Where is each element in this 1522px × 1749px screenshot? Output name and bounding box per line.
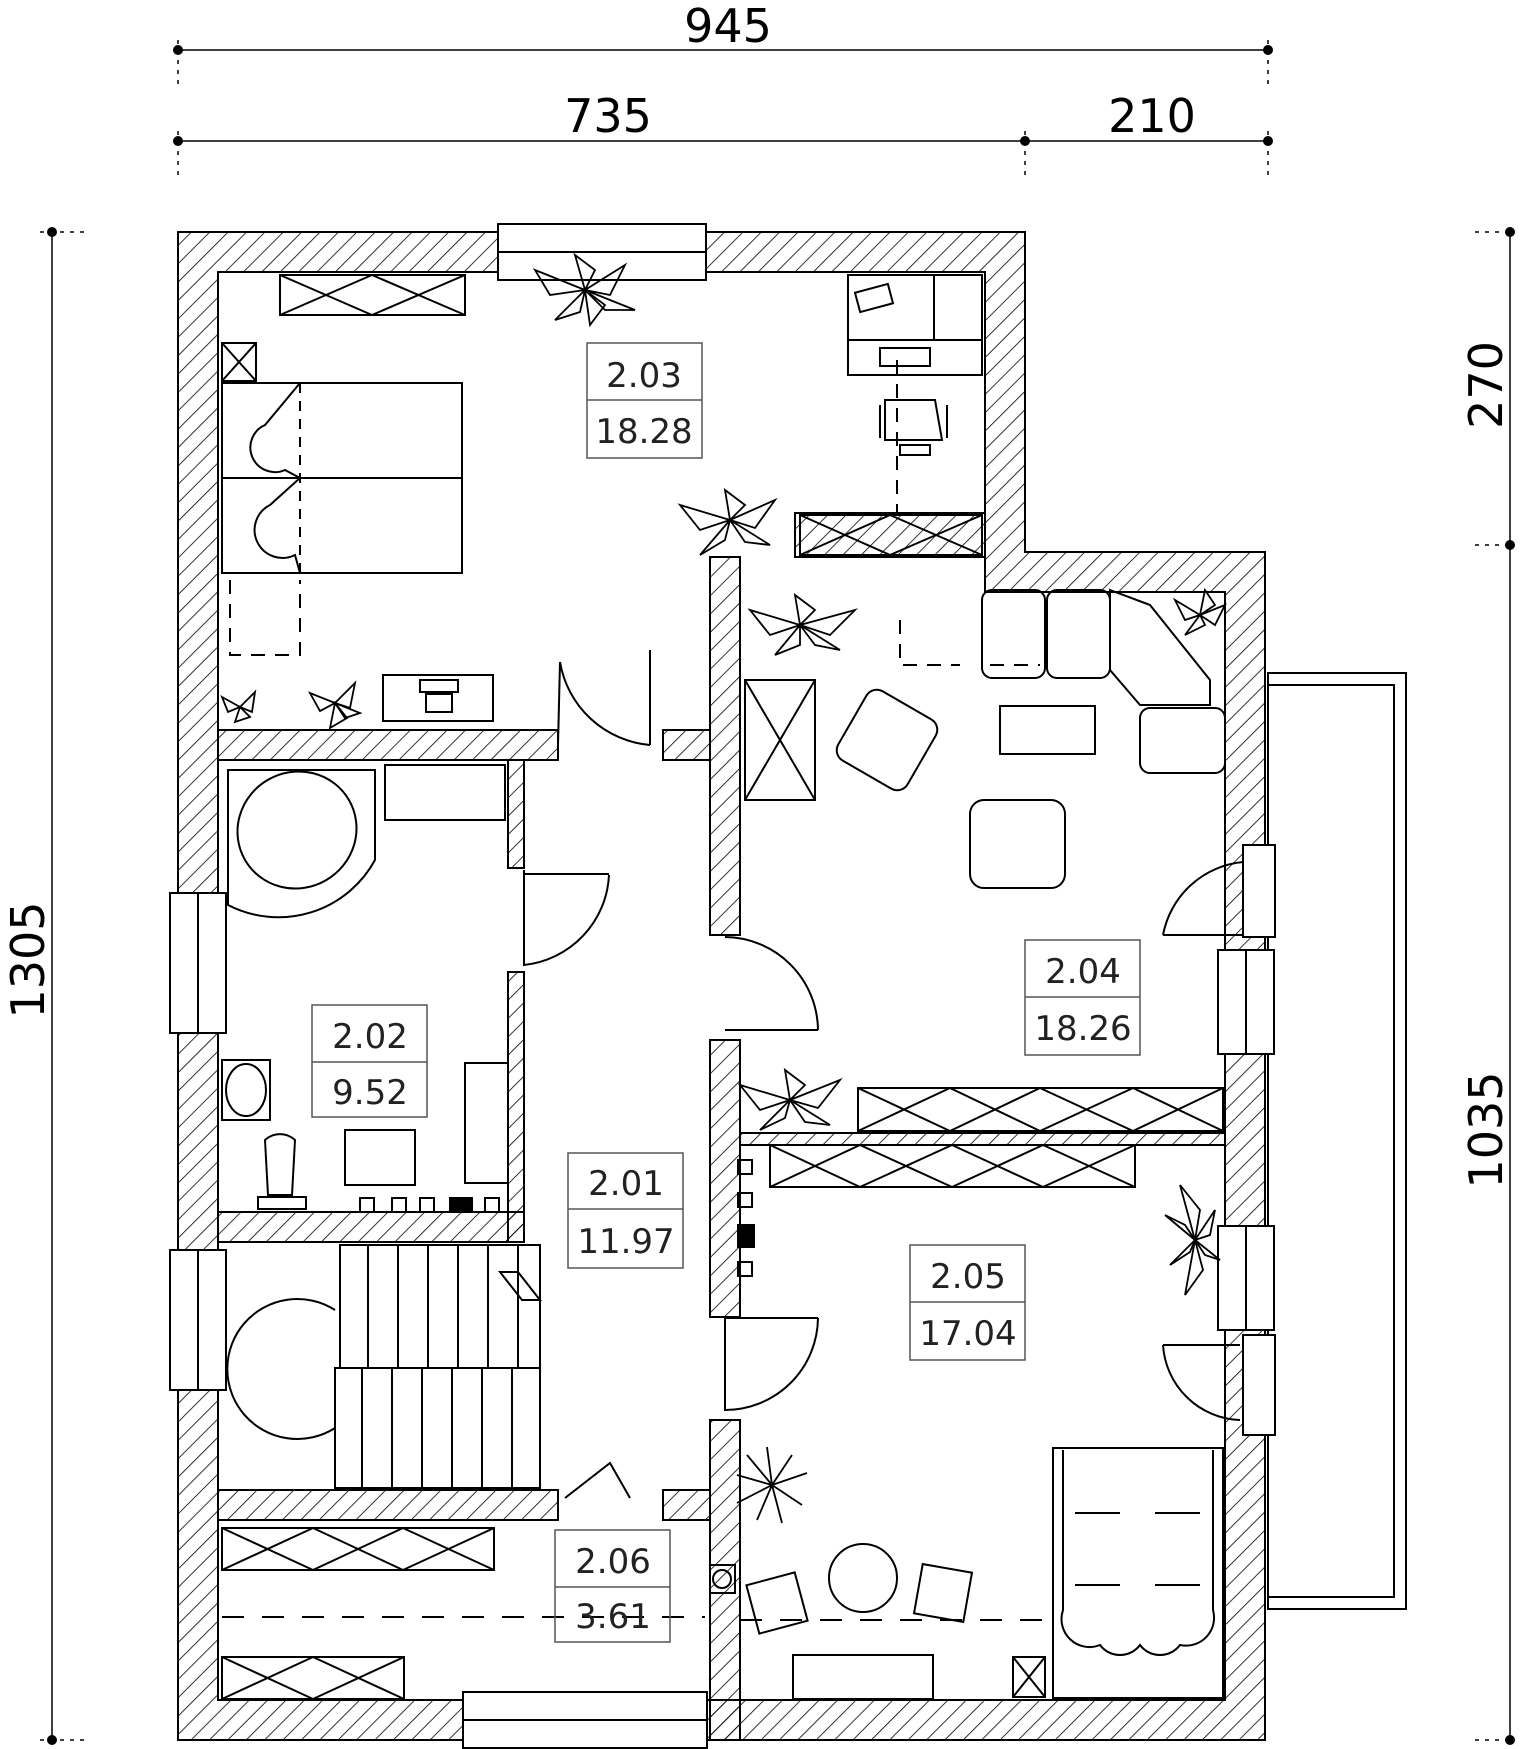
washbasin <box>225 1063 267 1117</box>
furniture-closet-206 <box>221 1527 705 1700</box>
door-bath <box>523 870 610 967</box>
corner-tub <box>227 769 376 919</box>
door-living <box>724 936 819 1031</box>
dresser <box>382 674 494 722</box>
single-bed <box>1052 1447 1224 1699</box>
plant-icon <box>736 1446 808 1524</box>
coffee-table <box>999 705 1096 755</box>
plant-icon <box>532 252 636 328</box>
door-bedroom2-balcony <box>1162 1344 1241 1421</box>
door-bedroom <box>557 661 651 746</box>
dimension-width-left: 735 <box>564 89 652 143</box>
plant-icon <box>1172 587 1227 636</box>
armchair-1 <box>835 688 939 792</box>
dimension-height-upper: 270 <box>1459 341 1513 429</box>
wall-bath-right-bottom <box>507 971 525 1243</box>
room-number-204: 2.04 <box>1045 952 1121 992</box>
door-bedroom2 <box>724 1317 819 1412</box>
stairs <box>226 1244 543 1489</box>
plant-icon <box>747 592 859 656</box>
room-area-206: 3.61 <box>575 1597 651 1637</box>
exterior-wall <box>177 231 1266 1741</box>
plant-icon <box>1164 1184 1221 1296</box>
plant-icon <box>307 680 363 730</box>
plant-icon <box>737 1067 843 1131</box>
office-cabinet <box>847 274 935 341</box>
sofa-seat-2 <box>1046 589 1111 679</box>
room-number-201: 2.01 <box>588 1164 664 1204</box>
wall-closet-bottom <box>217 1489 559 1521</box>
dimension-ticks <box>47 45 1515 1745</box>
bed-pillow <box>249 382 302 574</box>
room-area-205: 17.04 <box>919 1314 1016 1354</box>
round-table <box>828 1543 898 1613</box>
wall-office-bottom <box>794 512 986 558</box>
sofa-seat-1 <box>981 589 1046 679</box>
stair-landing <box>226 1298 336 1440</box>
room-area-203: 18.28 <box>595 412 692 452</box>
room-area-204: 18.26 <box>1034 1009 1131 1049</box>
windows <box>169 223 1276 1749</box>
room-label-204-frame <box>1024 939 1141 1056</box>
room-label-203 <box>586 342 703 459</box>
small-cabinet <box>221 342 257 382</box>
plants <box>220 252 1227 1524</box>
wall-bath-right-top <box>507 759 525 869</box>
room-number-203: 2.03 <box>606 356 682 396</box>
wall-closet-right <box>662 1489 711 1521</box>
dimension-total-width: 945 <box>684 0 772 53</box>
sofa-seat-3 <box>1139 707 1226 774</box>
cabinet-living <box>744 679 816 801</box>
toilet <box>263 1133 297 1196</box>
wall-hall-right-top <box>662 729 711 761</box>
dimension-total-height: 1305 <box>1 901 55 1018</box>
room-number-206: 2.06 <box>575 1542 651 1582</box>
furniture-living-204 <box>744 588 1226 1132</box>
furniture-bedroom-203 <box>221 274 983 722</box>
room-area-201: 11.97 <box>577 1222 674 1262</box>
room-number-202: 2.02 <box>332 1017 408 1057</box>
wall-living-bottom <box>739 1132 1226 1146</box>
chair-a <box>745 1571 809 1635</box>
office-chair <box>879 399 948 456</box>
room-label-202-frame <box>311 1004 428 1118</box>
room-label-206-frame <box>554 1529 671 1643</box>
furniture-bath-202 <box>221 764 509 1213</box>
balcony <box>1267 672 1407 1610</box>
plant-icon <box>677 487 778 556</box>
washing-machine <box>344 1129 416 1186</box>
wall-bedroom-bath <box>217 729 559 761</box>
plant-icon <box>220 689 257 724</box>
bath-shelf <box>384 764 506 821</box>
dimension-height-lower: 1035 <box>1459 1071 1513 1188</box>
wall-living-lower-left <box>709 1039 741 1318</box>
desk <box>792 1654 934 1700</box>
window-bedroom2-2 <box>1242 1334 1276 1436</box>
dimension-width-right: 210 <box>1108 89 1196 143</box>
dimension-lines <box>40 40 1515 1741</box>
doors <box>523 650 1244 1499</box>
window-living-1 <box>1242 844 1276 938</box>
living-shelf <box>857 1087 1224 1132</box>
door-balcony <box>1162 861 1244 936</box>
shelf-top <box>279 274 466 316</box>
wardrobe <box>769 1144 1136 1188</box>
furniture-bedroom-205 <box>709 1144 1224 1700</box>
wall-living-left <box>709 556 741 936</box>
sofa-corner <box>1109 588 1211 706</box>
armchair-2 <box>969 799 1066 889</box>
door-closet <box>564 1461 631 1499</box>
room-number-205: 2.05 <box>930 1257 1006 1297</box>
room-area-202: 9.52 <box>332 1073 408 1113</box>
room-label-201-frame <box>567 1152 684 1269</box>
room-label-205-frame <box>909 1244 1026 1361</box>
wall-bath-bottom <box>217 1211 525 1243</box>
chair-b <box>912 1562 974 1624</box>
